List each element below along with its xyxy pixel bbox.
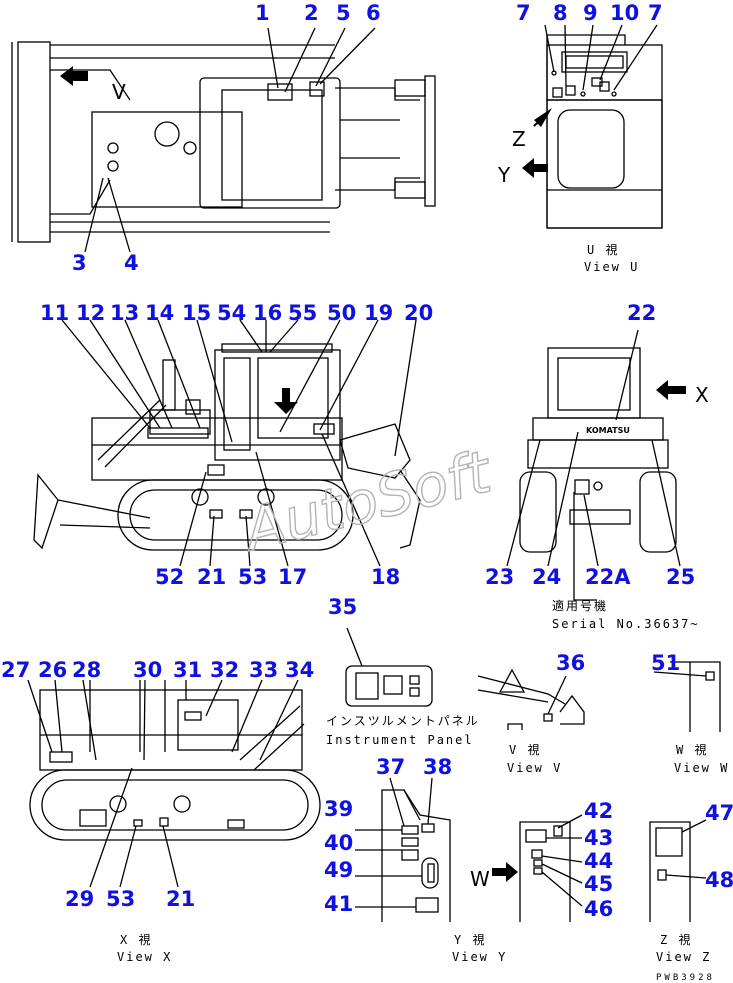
view-v-drawing [477, 668, 585, 730]
callout-1: 1 [255, 1, 270, 25]
rear-view-drawing [506, 329, 686, 601]
view-letter-z: Z [512, 127, 526, 151]
callout-54: 54 [217, 301, 246, 325]
callout-38: 38 [423, 755, 452, 779]
instrument-panel-en: Instrument Panel [326, 733, 474, 747]
view-y-caption-jp: Y 視 [454, 932, 486, 947]
callout-28: 28 [72, 658, 101, 682]
callout-21: 21 [197, 565, 226, 589]
view-letter-y: Y [497, 163, 511, 187]
callout-16: 16 [253, 301, 282, 325]
callout-17: 17 [278, 565, 307, 589]
view-u-drawing [522, 24, 663, 229]
view-w-caption-en: View W [674, 761, 729, 775]
serial-en: Serial No.36637~ [552, 617, 700, 631]
callout-26: 26 [38, 658, 67, 682]
view-x-caption-jp: X 視 [120, 932, 152, 947]
view-u-caption-jp: U 視 [587, 242, 619, 257]
callout-25: 25 [666, 565, 695, 589]
callout-37: 37 [376, 755, 405, 779]
callout-13: 13 [110, 301, 139, 325]
callout-36: 36 [556, 651, 585, 675]
callout-50: 50 [327, 301, 356, 325]
callout-12: 12 [76, 301, 105, 325]
callout-8: 8 [553, 1, 568, 25]
callout-48: 48 [705, 868, 733, 892]
view-y-drawing [355, 777, 451, 922]
callout-33: 33 [249, 658, 278, 682]
view-w-drawing [653, 661, 721, 732]
callout-7a: 7 [516, 1, 531, 25]
instrument-panel-jp: インスツルメントパネル [326, 714, 480, 728]
callout-9: 9 [583, 1, 598, 25]
view-letter-x: X [695, 383, 709, 407]
callout-45: 45 [584, 872, 613, 896]
serial-jp: 適用号機 [552, 598, 608, 613]
view-w-side-drawing [492, 814, 583, 922]
view-v-caption-en: View V [507, 761, 562, 775]
callout-30: 30 [133, 658, 162, 682]
callout-3: 3 [72, 251, 87, 275]
view-u-caption-en: View U [584, 260, 639, 274]
view-w-caption-jp: W 視 [676, 742, 708, 757]
callout-11: 11 [40, 301, 69, 325]
callout-53: 53 [238, 565, 267, 589]
callout-55: 55 [288, 301, 317, 325]
view-v-caption-jp: V 視 [509, 742, 541, 757]
view-z-caption-en: View Z [656, 950, 711, 964]
callout-39: 39 [324, 797, 353, 821]
view-z-drawing [649, 819, 707, 922]
callout-numbers: 1 2 5 6 3 4 7 8 9 10 7 11 12 13 14 15 54… [1, 1, 733, 921]
callout-4: 4 [124, 251, 139, 275]
callout-49: 49 [324, 858, 353, 882]
callout-5: 5 [336, 1, 351, 25]
callout-22: 22 [627, 301, 656, 325]
callout-20: 20 [404, 301, 433, 325]
instrument-panel-drawing [345, 627, 433, 707]
callout-14: 14 [145, 301, 174, 325]
callout-41: 41 [324, 892, 353, 916]
callout-44: 44 [584, 849, 613, 873]
callout-47: 47 [705, 801, 733, 825]
drawing-code: PWB3928 [656, 973, 715, 983]
view-letter-w: W [470, 867, 490, 891]
callout-35: 35 [328, 595, 357, 619]
view-z-caption-jp: Z 視 [660, 932, 692, 947]
callout-19: 19 [364, 301, 393, 325]
callout-21b: 21 [166, 887, 195, 911]
view-x-caption-en: View X [117, 950, 172, 964]
callout-34: 34 [285, 658, 314, 682]
callout-31: 31 [173, 658, 202, 682]
callout-24: 24 [532, 565, 561, 589]
callout-52: 52 [155, 565, 184, 589]
callout-15: 15 [182, 301, 211, 325]
callout-6: 6 [366, 1, 381, 25]
view-letter-v: V [112, 80, 126, 104]
callout-27: 27 [1, 658, 30, 682]
callout-10: 10 [610, 1, 639, 25]
callout-32: 32 [210, 658, 239, 682]
view-x-drawing [27, 679, 321, 888]
callout-18: 18 [371, 565, 400, 589]
callout-43: 43 [584, 826, 613, 850]
view-y-caption-en: View Y [452, 950, 507, 964]
callout-2: 2 [304, 1, 319, 25]
top-view-drawing [11, 27, 436, 253]
callout-51: 51 [651, 651, 680, 675]
side-view-drawing [33, 319, 421, 567]
callout-29: 29 [65, 887, 94, 911]
callout-23: 23 [485, 565, 514, 589]
callout-7b: 7 [648, 1, 663, 25]
watermark: AutoSoft [234, 437, 499, 565]
callout-40: 40 [324, 831, 353, 855]
callout-42: 42 [584, 799, 613, 823]
callout-22a: 22A [585, 565, 631, 589]
callout-53b: 53 [106, 887, 135, 911]
brand-plate-text: KOMATSU [586, 426, 630, 435]
callout-46: 46 [584, 897, 613, 921]
